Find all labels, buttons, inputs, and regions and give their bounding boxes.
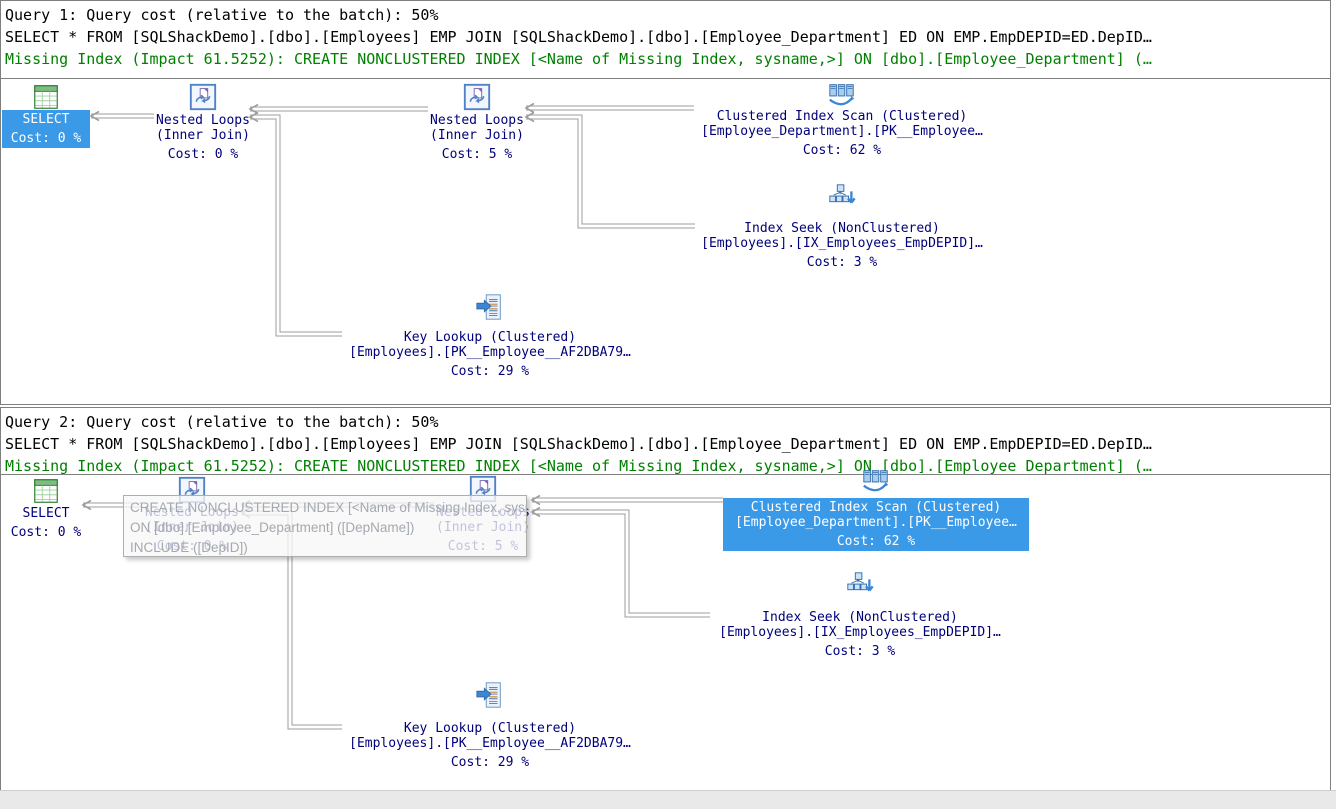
query-1-header: Query 1: Query cost (relative to the bat… <box>1 1 1330 79</box>
plan-arrow <box>524 102 694 114</box>
bottom-strip <box>0 790 1336 809</box>
plan-node-label: Clustered Index Scan (Clustered)[Employe… <box>723 498 1029 551</box>
index-seek-icon <box>827 182 857 212</box>
clustered-index-scan-icon <box>827 80 857 110</box>
select-icon <box>31 476 61 506</box>
query-1-statement: SELECT * FROM [SQLShackDemo].[dbo].[Empl… <box>5 28 1152 46</box>
nested-loops-icon <box>188 82 218 112</box>
key-lookup-icon <box>475 680 505 710</box>
nested-loops-icon <box>462 82 492 112</box>
plan-arrow <box>530 506 710 618</box>
select-icon <box>31 82 61 112</box>
plan-arrow <box>89 110 154 122</box>
query-plan-panel-1: Query 1: Query cost (relative to the bat… <box>0 0 1331 405</box>
query-1-missing-index-link[interactable]: Missing Index (Impact 61.5252): CREATE N… <box>5 50 1152 68</box>
plan-arrow <box>248 103 428 115</box>
tooltip-line: INCLUDE ([DepID]) <box>130 540 248 555</box>
query-2-title: Query 2: Query cost (relative to the bat… <box>5 413 439 431</box>
plan-arrow <box>524 111 695 229</box>
plan-node-label: Nested Loops(Inner Join)Cost: 0 % <box>156 113 250 162</box>
query-2-missing-index-link[interactable]: Missing Index (Impact 61.5252): CREATE N… <box>5 457 1152 475</box>
tooltip-line: ON [dbo].[Employee_Department] ([DepName… <box>130 520 415 535</box>
query-2-statement: SELECT * FROM [SQLShackDemo].[dbo].[Empl… <box>5 435 1152 453</box>
plan-node-label: Nested Loops(Inner Join)Cost: 5 % <box>430 113 524 162</box>
index-seek-icon <box>845 570 875 600</box>
plan-node-label: Clustered Index Scan (Clustered)[Employe… <box>701 109 983 158</box>
plan-node-label: Index Seek (NonClustered)[Employees].[IX… <box>701 221 983 270</box>
query-plan-panel-2: Query 2: Query cost (relative to the bat… <box>0 407 1331 792</box>
missing-index-tooltip: CREATE NONCLUSTERED INDEX [<Name of Miss… <box>123 495 527 557</box>
plan-node-label: Key Lookup (Clustered)[Employees].[PK__E… <box>349 330 631 379</box>
plan-node-label: Key Lookup (Clustered)[Employees].[PK__E… <box>349 721 631 770</box>
clustered-index-scan-icon <box>861 466 891 496</box>
key-lookup-icon <box>475 292 505 322</box>
query-2-header: Query 2: Query cost (relative to the bat… <box>1 408 1330 475</box>
plan-node-label: Index Seek (NonClustered)[Employees].[IX… <box>719 610 1001 659</box>
query-1-title: Query 1: Query cost (relative to the bat… <box>5 6 439 24</box>
plan-arrow <box>248 111 342 337</box>
plan-arrow <box>530 494 723 506</box>
tooltip-line: CREATE NONCLUSTERED INDEX [<Name of Miss… <box>130 500 526 515</box>
